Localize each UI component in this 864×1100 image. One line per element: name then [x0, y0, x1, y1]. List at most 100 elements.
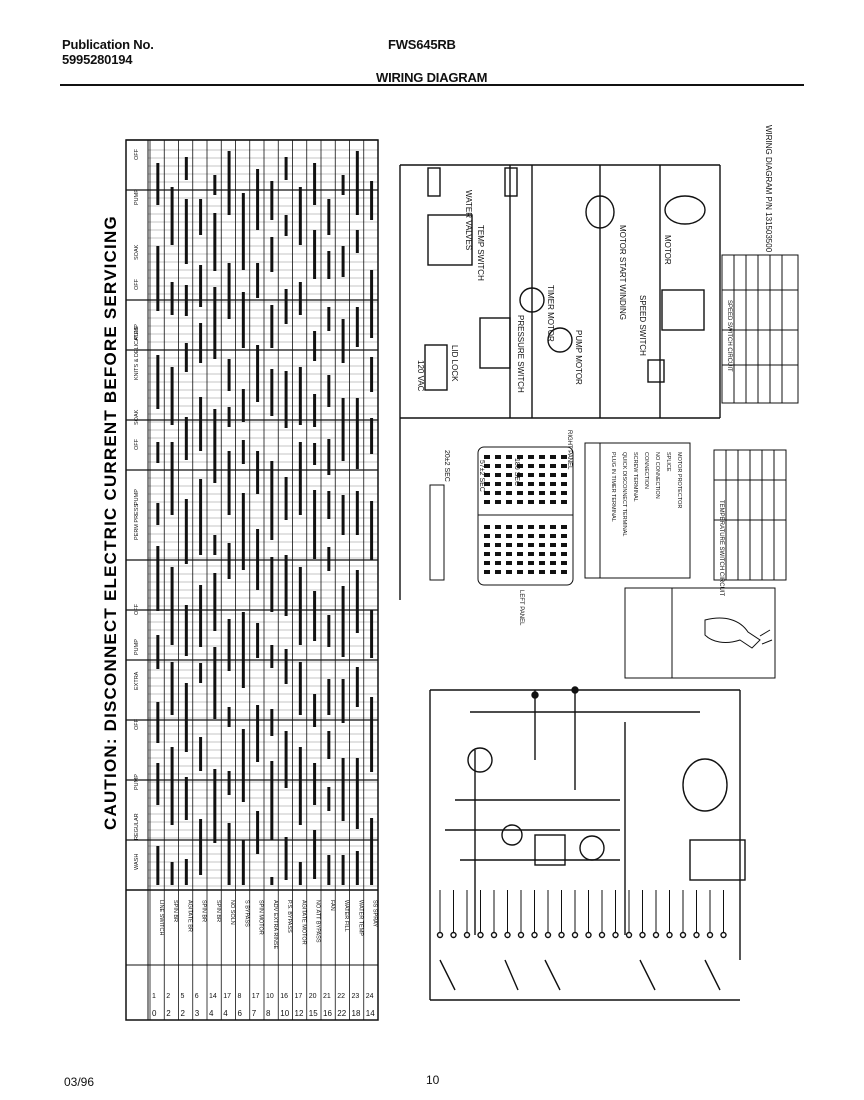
chart-number: 16	[280, 993, 288, 1000]
chart-group-label: PUMP	[134, 639, 140, 655]
chart-group-label: OFF	[134, 718, 140, 730]
pump-motor-label: PUMP MOTOR	[574, 330, 583, 385]
speed-switch-label: SPEED SWITCH	[638, 295, 647, 356]
legend-item: SPLICE	[665, 452, 671, 472]
chart-group-label: PUMP	[134, 774, 140, 790]
left-panel-label: LEFT PANEL	[518, 590, 524, 626]
legend-item: CONNECTION	[643, 452, 649, 489]
circuit-row-label: AGITATE MOTOR	[300, 900, 306, 945]
schematic-upper	[399, 164, 721, 600]
chart-number: 14	[209, 993, 217, 1000]
circuit-row-label: LINE SWITCH	[158, 900, 164, 935]
chart-number: 17	[295, 993, 303, 1000]
circuit-row-label: SPIN BR	[172, 900, 178, 922]
speed-table-title: SPEED SWITCH CIRCUIT	[726, 300, 732, 372]
chart-number: 8	[238, 993, 242, 1000]
chart-group-label: OFF	[134, 438, 140, 450]
voltage-label: 120 VAC	[416, 360, 425, 392]
publication-number: 5995280194	[62, 52, 133, 67]
timer-panel	[429, 446, 574, 586]
schematic-lower	[429, 686, 746, 1001]
chart-number: 1	[152, 993, 156, 1000]
chart-number: 17	[223, 993, 231, 1000]
circuit-row-label: SPIN MOTOR	[258, 900, 264, 935]
motor-label: MOTOR	[663, 235, 672, 265]
legend-item: NO CONNECTION	[654, 452, 660, 499]
circuit-row-label: SPIN BR	[215, 900, 221, 922]
legend-item: QUICK DISCONNECT TERMINAL	[621, 452, 627, 536]
service-cord-box	[624, 587, 776, 679]
chart-number: 4	[223, 1009, 228, 1018]
circuit-row-label: AGITATE BR	[186, 900, 192, 932]
publication-label: Publication No.	[62, 37, 154, 52]
chart-group-label: PUMP	[134, 489, 140, 505]
chart-group-label: SOAK	[134, 409, 140, 425]
right-panel-label: RIGHT PANEL	[566, 430, 572, 470]
timer-chart	[125, 139, 379, 1021]
chart-number: 18	[352, 1009, 361, 1018]
circuit-row-label: NO SOLN	[229, 900, 235, 925]
timer-motor-label: TIMER MOTOR	[546, 285, 555, 342]
chart-group-label: SOAK	[134, 244, 140, 260]
chart-group-label: REGULAR	[134, 813, 140, 840]
timer-scale-label: 180 SEC	[513, 458, 520, 486]
model-number: FWS645RB	[388, 37, 456, 52]
chart-number: 23	[352, 993, 360, 1000]
circuit-row-label: FAN	[329, 900, 335, 911]
lid-lock-label: LID LOCK	[450, 345, 459, 382]
chart-number: 21	[323, 993, 331, 1000]
temp-table-title: TEMPERATURE SWITCH CIRCUIT	[718, 500, 724, 597]
chart-number: 2	[181, 1009, 186, 1018]
chart-group-label: KNITS & DELICATES	[134, 327, 140, 380]
chart-number: 6	[238, 1009, 243, 1018]
chart-number: 10	[280, 1009, 289, 1018]
chart-group-label: OFF	[134, 148, 140, 160]
chart-number: 4	[209, 1009, 214, 1018]
chart-number: 0	[152, 1009, 157, 1018]
water-valves-label: WATER VALVES	[464, 190, 473, 250]
chart-number: 10	[266, 993, 274, 1000]
drawing-ref: WIRING DIAGRAM P/N 131503500	[764, 125, 773, 253]
speed-switch-table	[721, 254, 799, 404]
chart-number: 2	[166, 993, 170, 1000]
caution-text: CAUTION: DISCONNECT ELECTRIC CURRENT BEF…	[101, 215, 120, 830]
chart-group-label: OFF	[134, 278, 140, 290]
legend-box	[584, 442, 691, 579]
chart-group-label: PERM PRESS	[134, 504, 140, 540]
chart-number: 7	[252, 1009, 257, 1018]
chart-number: 8	[266, 1009, 271, 1018]
chart-group-label: WASH	[134, 854, 140, 870]
circuit-row-label: SS SPRAY	[372, 900, 378, 927]
schematic-upper-labels: 120 VAC WATER VALVES TEMP SWITCH PRESSUR…	[416, 125, 773, 393]
chart-number: 2	[166, 1009, 171, 1018]
chart-number: 20	[309, 993, 317, 1000]
chart-number: 22	[337, 993, 345, 1000]
chart-number: 17	[252, 993, 260, 1000]
chart-number: 12	[295, 1009, 304, 1018]
circuit-row-label: WATER FILL	[343, 900, 349, 932]
header-rule	[60, 84, 804, 86]
chart-number: 24	[366, 993, 374, 1000]
timer-scale-label: 57±2 SEC	[478, 460, 485, 492]
circuit-row-label: WATER TEMP	[357, 900, 363, 936]
temp-switch-label: TEMP SWITCH	[476, 225, 485, 281]
page-title: WIRING DIAGRAM	[376, 70, 488, 85]
chart-group-label: OFF	[134, 603, 140, 615]
chart-number: 5	[181, 993, 185, 1000]
footer-page: 10	[426, 1073, 440, 1087]
chart-group-label: PUMP	[134, 324, 140, 340]
chart-group-label: PUMP	[134, 189, 140, 205]
timer-scale-label: 20±2 SEC	[443, 450, 450, 482]
chart-number: 14	[366, 1009, 375, 1018]
chart-number: 16	[323, 1009, 332, 1018]
pressure-switch-label: PRESSURE SWITCH	[516, 315, 525, 393]
circuit-row-label: P.S. BYPASS	[286, 900, 292, 933]
circuit-row-label: SPIN BR	[201, 900, 207, 922]
chart-number: 3	[195, 1009, 200, 1018]
legend-item: SCREW TERMINAL	[632, 452, 638, 502]
legend-item: MOTOR PROTECTOR	[676, 452, 682, 508]
circuit-row-label: S BYPASS	[243, 900, 249, 927]
motor-start-winding-label: MOTOR START WINDING	[618, 225, 627, 320]
legend-item: PLUG IN TIMER TERMINAL	[610, 452, 616, 522]
chart-number: 22	[337, 1009, 346, 1018]
